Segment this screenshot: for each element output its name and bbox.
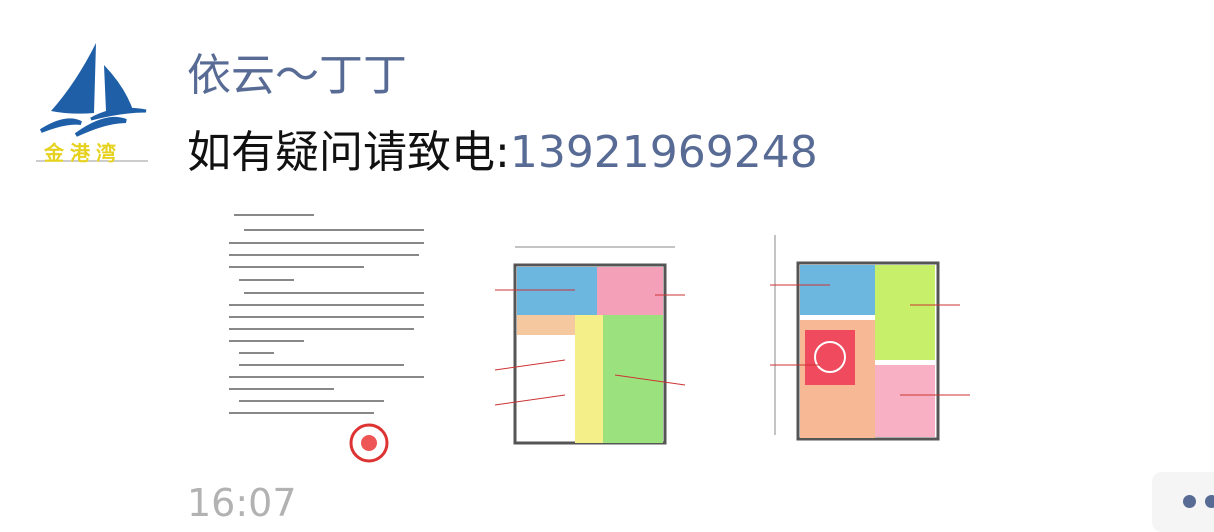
image-thumbnail-document[interactable]	[214, 205, 446, 463]
dot-icon	[1205, 495, 1214, 508]
image-thumbnail-floor-plan-2[interactable]	[730, 205, 996, 463]
more-actions-button[interactable]	[1152, 472, 1214, 532]
dot-icon	[1183, 495, 1196, 508]
post-text: 如有疑问请致电:13921969248	[187, 123, 818, 183]
phone-link[interactable]: 13921969248	[509, 127, 818, 178]
author-name[interactable]: 依云～丁丁	[187, 50, 407, 101]
post-time: 16:07	[187, 481, 297, 525]
image-thumbnail-floor-plan-1[interactable]	[455, 205, 721, 463]
avatar[interactable]: 金港湾	[36, 43, 156, 165]
post-text-prefix: 如有疑问请致电:	[187, 127, 510, 178]
avatar-logo-text: 金港湾	[44, 141, 122, 165]
